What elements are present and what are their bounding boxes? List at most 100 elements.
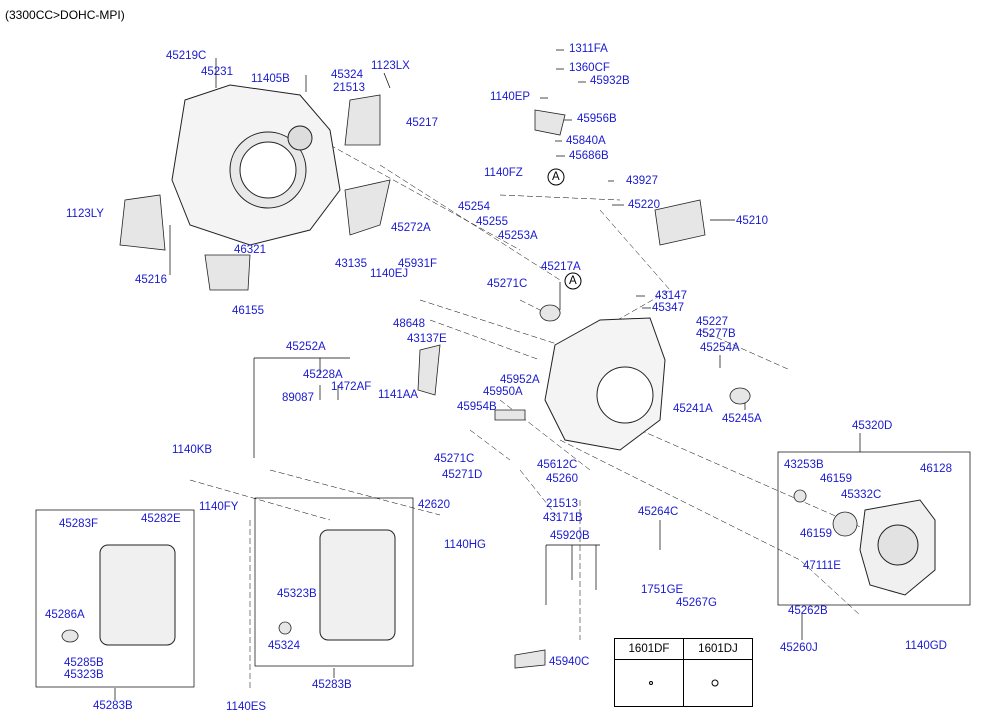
part-label[interactable]: 1123LX <box>371 60 410 72</box>
part-label[interactable]: 45324 <box>331 69 363 81</box>
part-label[interactable]: 45216 <box>135 274 167 286</box>
part-label[interactable]: 42620 <box>418 499 450 511</box>
part-label[interactable]: 1751GE <box>641 584 684 596</box>
part-label[interactable]: 45332C <box>841 489 882 501</box>
part-label[interactable]: 45932B <box>590 75 630 87</box>
part-label[interactable]: 45282E <box>141 513 181 525</box>
part-label[interactable]: 43137E <box>407 333 447 345</box>
part-label[interactable]: 45254 <box>458 201 490 213</box>
part-number-table: 1601DF 1601DJ <box>614 638 753 707</box>
part-label[interactable]: 45262B <box>788 605 828 617</box>
part-label[interactable]: 89087 <box>282 392 314 404</box>
part-label[interactable]: 45277B <box>696 328 736 340</box>
part-label[interactable]: 45952A <box>500 374 540 386</box>
part-label[interactable]: 45264C <box>638 506 679 518</box>
part-label[interactable]: 45323B <box>64 669 104 681</box>
part-label[interactable]: 45252A <box>286 341 326 353</box>
part-label[interactable]: 45271D <box>442 469 483 481</box>
part-label[interactable]: 48648 <box>393 318 425 330</box>
table-col-1[interactable]: 1601DF <box>615 639 683 660</box>
reference-a-label: A <box>552 171 560 183</box>
part-label[interactable]: 45271C <box>434 453 475 465</box>
part-label[interactable]: 45260 <box>546 473 578 485</box>
part-label[interactable]: 45245A <box>722 413 762 425</box>
part-label[interactable]: 45956B <box>577 113 617 125</box>
oil-pan-left <box>99 544 176 646</box>
part-label[interactable]: 1311FA <box>569 43 608 55</box>
part-label[interactable]: 46155 <box>232 305 264 317</box>
part-label[interactable]: 47111E <box>803 560 841 572</box>
oil-pan-frame-middle <box>254 497 414 667</box>
part-label[interactable]: 45286A <box>45 609 85 621</box>
part-label[interactable]: 45228A <box>303 369 343 381</box>
part-label[interactable]: 45217A <box>541 261 581 273</box>
part-label[interactable]: 1140EP <box>490 91 531 103</box>
reference-a-label: A <box>569 275 577 287</box>
oil-pan-middle <box>319 529 396 641</box>
part-label[interactable]: 45840A <box>566 135 606 147</box>
part-label[interactable]: 1140ES <box>226 701 267 713</box>
part-label[interactable]: 45255 <box>476 216 508 228</box>
part-label[interactable]: 45686B <box>569 150 609 162</box>
part-label[interactable]: 11405B <box>251 73 290 85</box>
oil-pan-frame-left <box>35 509 195 688</box>
part-label[interactable]: 46159 <box>800 528 832 540</box>
reference-circle-a <box>547 168 582 290</box>
part-label[interactable]: 45253A <box>498 230 538 242</box>
part-label[interactable]: 1140EJ <box>370 268 409 280</box>
part-label[interactable]: 1140HG <box>444 539 486 551</box>
part-label[interactable]: 45241A <box>673 403 713 415</box>
small-parts <box>61 94 858 669</box>
part-label[interactable]: 45260J <box>780 642 818 654</box>
part-label[interactable]: 21513 <box>333 82 365 94</box>
part-label[interactable]: 45950A <box>483 386 523 398</box>
part-label[interactable]: 45931F <box>398 258 438 270</box>
table-divider <box>683 639 684 706</box>
part-label[interactable]: 46159 <box>820 473 852 485</box>
part-label[interactable]: 45283F <box>59 518 99 530</box>
transaxle-case <box>544 317 666 451</box>
part-label[interactable]: 45940C <box>549 656 590 668</box>
part-label[interactable]: 45272A <box>391 222 431 234</box>
part-label[interactable]: 1141AA <box>378 389 419 401</box>
part-label[interactable]: 1140GD <box>905 640 947 652</box>
part-label[interactable]: 45220 <box>628 199 660 211</box>
part-label[interactable]: 45267G <box>676 597 717 609</box>
part-label[interactable]: 43147 <box>655 290 687 302</box>
part-label[interactable]: 45271C <box>487 278 528 290</box>
part-label[interactable]: 46321 <box>234 244 266 256</box>
part-label[interactable]: 45324 <box>268 640 300 652</box>
part-label[interactable]: 45954B <box>457 401 497 413</box>
part-label[interactable]: 45612C <box>537 459 578 471</box>
part-label[interactable]: 1140KB <box>172 444 213 456</box>
torque-converter-housing <box>171 84 341 246</box>
part-label[interactable]: 43135 <box>335 258 367 270</box>
part-label[interactable]: 45320D <box>852 420 893 432</box>
part-label[interactable]: 45217 <box>406 117 438 129</box>
part-label[interactable]: 1123LY <box>66 208 104 220</box>
part-label[interactable]: 1140FY <box>199 501 239 513</box>
part-label[interactable]: 45323B <box>277 588 317 600</box>
part-label[interactable]: 1360CF <box>569 62 610 74</box>
side-cover <box>859 499 936 596</box>
part-label[interactable]: 1140FZ <box>484 167 523 179</box>
part-label[interactable]: 45254A <box>700 342 740 354</box>
part-label[interactable]: 45283B <box>93 700 133 712</box>
part-label[interactable]: 43927 <box>626 175 658 187</box>
part-label[interactable]: 46128 <box>920 463 952 475</box>
part-label[interactable]: 1472AF <box>331 381 372 393</box>
part-label[interactable]: 45219C <box>166 50 207 62</box>
part-label[interactable]: 45227 <box>696 316 728 328</box>
table-col-2[interactable]: 1601DJ <box>684 639 752 660</box>
part-label[interactable]: 45231 <box>201 66 233 78</box>
part-label[interactable]: 21513 <box>546 498 578 510</box>
part-label[interactable]: 45347 <box>652 302 684 314</box>
part-label[interactable]: 43171B <box>543 512 583 524</box>
part-label[interactable]: 45285B <box>64 657 104 669</box>
part-label[interactable]: 45283B <box>312 679 352 691</box>
part-label[interactable]: 43253B <box>784 459 824 471</box>
part-label[interactable]: 45920B <box>550 530 590 542</box>
part-label[interactable]: 45210 <box>736 215 768 227</box>
side-cover-frame <box>777 451 971 606</box>
